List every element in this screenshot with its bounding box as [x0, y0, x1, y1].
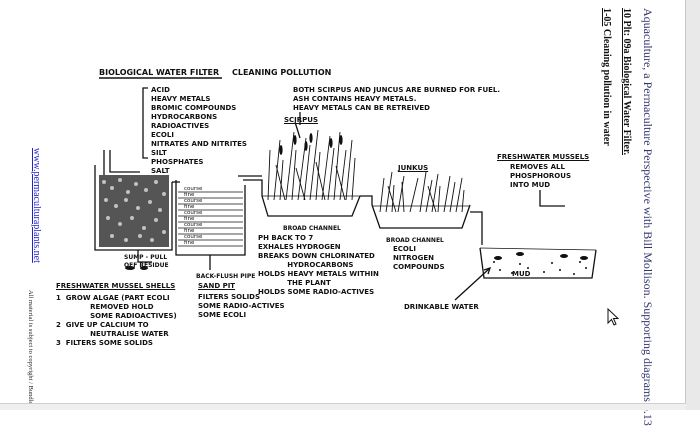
sandpit-title: SAND PIT [198, 282, 236, 290]
pollutant-item: HEAVY METALS [151, 95, 211, 103]
mud-label: MUD [512, 270, 531, 278]
fuel-note: BOTH SCIRPUS AND JUNCUS ARE BURNED FOR F… [293, 86, 501, 112]
backflush-label: BACK-FLUSH PIPE [196, 273, 256, 280]
layer-label: fine [184, 240, 195, 246]
filter-layers: course fine course fine course fine cour… [184, 186, 202, 246]
broad-channel-label: BROAD CHANNEL [283, 225, 341, 232]
diagram-title: BIOLOGICAL WATER FILTER [99, 68, 220, 77]
pollutant-item: HYDROCARBONS [151, 113, 218, 121]
pollutant-item: ECOLI [151, 131, 174, 139]
layer-label: fine [184, 216, 195, 222]
layer-label: fine [184, 204, 195, 210]
sump-label: SUMP - PULL OFF RESIDUE [124, 254, 169, 269]
scirpus-label: SCIRPUS [284, 116, 319, 124]
layer-label: course [184, 186, 203, 192]
pollutant-item: BROMIC COMPOUNDS [151, 104, 237, 112]
broad-channel-label: BROAD CHANNEL [386, 237, 444, 244]
pollutant-item: NITRATES AND NITRITES [151, 140, 247, 148]
pollutant-item: PHOSPHATES [151, 158, 204, 166]
drinkable-label: DRINKABLE WATER [404, 303, 479, 311]
pollutant-item: RADIOACTIVES [151, 122, 210, 130]
mouse-cursor-icon [607, 308, 620, 326]
sandpit-text: FILTERS SOLIDS SOME RADIO-ACTIVES SOME E… [198, 293, 285, 319]
diagram-subtitle: CLEANING POLLUTION [232, 68, 332, 77]
mussels-title: FRESHWATER MUSSELS [497, 153, 590, 161]
layer-label: fine [184, 228, 195, 234]
layer-label: course [184, 222, 203, 228]
pollutant-item: SILT [151, 149, 167, 157]
vertical-scrollbar[interactable] [685, 0, 700, 410]
layer-label: course [184, 198, 203, 204]
junkus-label: JUNKUS [398, 164, 429, 172]
layer-label: fine [184, 192, 195, 198]
shells-title: FRESHWATER MUSSEL SHELLS [56, 282, 176, 290]
mussels-text: REMOVES ALL PHOSPHOROUS INTO MUD [510, 163, 571, 189]
horizontal-scrollbar[interactable] [0, 403, 686, 410]
pollutant-list: ACID HEAVY METALS BROMIC COMPOUNDS HYDRO… [151, 86, 247, 176]
layer-label: course [184, 210, 203, 216]
scirpus-text: PH BACK TO 7 EXHALES HYDROGEN BREAKS DOW… [258, 234, 379, 296]
pollutant-item: SALT [151, 167, 170, 175]
pollutant-item: ACID [151, 86, 170, 94]
shells-text: 1 GROW ALGAE (PART ECOLI REMOVED HOLD SO… [56, 294, 177, 347]
layer-label: course [184, 234, 203, 240]
junkus-text: ECOLI NITROGEN COMPOUNDS [393, 245, 445, 271]
filter-diagram [94, 77, 597, 301]
